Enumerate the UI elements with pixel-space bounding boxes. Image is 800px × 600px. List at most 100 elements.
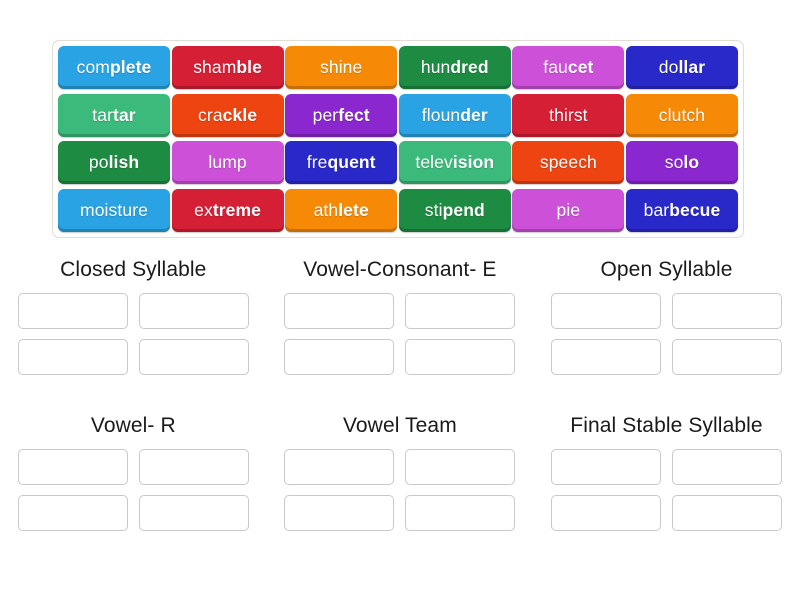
drop-zone-grid	[17, 449, 249, 531]
category-column: Open Syllable	[533, 258, 800, 375]
word-tile-prefix: moisture	[80, 199, 148, 220]
word-tile-prefix: pie	[556, 199, 581, 220]
word-tile-suffix: lete	[338, 199, 369, 220]
drop-slot[interactable]	[550, 495, 661, 531]
word-tile-prefix: fau	[543, 57, 568, 77]
word-tile-suffix: quent	[327, 152, 376, 173]
word-tile-prefix: shine	[320, 57, 363, 77]
drop-slot[interactable]	[17, 339, 128, 375]
drop-slot[interactable]	[17, 293, 128, 329]
drop-slot[interactable]	[671, 495, 782, 531]
word-tile-suffix: der	[460, 104, 488, 125]
word-tile-suffix: ision	[452, 152, 495, 173]
drop-slot[interactable]	[405, 293, 516, 329]
word-tile-prefix: fre	[306, 152, 328, 173]
word-tile-prefix: do	[658, 57, 679, 77]
word-tile-suffix: ckle	[222, 104, 258, 125]
word-tile-prefix: bar	[643, 199, 670, 220]
drop-slot[interactable]	[138, 495, 249, 531]
drop-slot[interactable]	[284, 449, 395, 485]
drop-slot[interactable]	[405, 339, 516, 375]
category-row-top: Closed Syllable Vowel-Consonant- E Open Sy…	[0, 258, 800, 375]
category-title: Final Stable Syllable	[570, 414, 763, 437]
word-tile-prefix: lump	[208, 152, 247, 173]
drop-slot[interactable]	[671, 293, 782, 329]
drop-slot[interactable]	[138, 339, 249, 375]
word-tile-suffix: ble	[236, 57, 262, 77]
category-title: Closed Syllable	[60, 258, 207, 281]
word-tile-prefix: sti	[424, 199, 443, 220]
word-tile-prefix: sham	[193, 57, 237, 77]
drop-slot[interactable]	[405, 449, 516, 485]
category-row-bottom: Vowel- R Vowel Team Final Stable Syllable	[0, 414, 800, 531]
word-tile-clutch[interactable]: clutch	[625, 93, 738, 137]
drop-slot[interactable]	[138, 449, 249, 485]
word-tile-prefix: clutch	[658, 104, 706, 125]
drop-slot[interactable]	[284, 293, 395, 329]
category-title: Vowel-Consonant- E	[303, 258, 497, 281]
word-tile-moisture[interactable]: moisture	[58, 188, 170, 232]
drop-slot[interactable]	[17, 449, 128, 485]
word-tile-prefix: per	[312, 104, 339, 125]
word-tile-suffix: pend	[442, 199, 485, 220]
word-tile-prefix: com	[76, 57, 110, 77]
drop-slot[interactable]	[671, 449, 782, 485]
word-tile-suffix: llar	[678, 57, 706, 77]
word-tile-suffix: plete	[110, 57, 152, 77]
drop-zone-grid	[550, 449, 782, 531]
drop-slot[interactable]	[550, 293, 661, 329]
word-tile-lump[interactable]: lump	[171, 141, 284, 185]
drop-slot[interactable]	[550, 339, 661, 375]
word-tile-suffix: lish	[108, 152, 140, 173]
word-tile-suffix: fect	[338, 104, 370, 125]
category-title: Vowel- R	[90, 414, 176, 437]
word-tile-prefix: ath	[313, 199, 339, 220]
category-column: Vowel- R	[0, 414, 267, 531]
word-tile-pie[interactable]: pie	[512, 188, 625, 232]
word-tile-suffix: lo	[683, 152, 700, 173]
drop-slot[interactable]	[550, 449, 661, 485]
drop-slot[interactable]	[405, 495, 516, 531]
word-tile-suffix: tar	[113, 104, 136, 125]
category-title: Vowel Team	[342, 414, 457, 437]
word-tile-shine[interactable]: shine	[285, 46, 398, 89]
category-column: Closed Syllable	[0, 258, 267, 375]
drop-slot[interactable]	[284, 339, 395, 375]
word-tile-speech[interactable]: speech	[512, 141, 625, 185]
word-tile-prefix: thirst	[549, 104, 588, 125]
drop-slot[interactable]	[671, 339, 782, 375]
word-tile-prefix: ex	[194, 199, 213, 220]
word-tile-thirst[interactable]: thirst	[512, 93, 625, 137]
category-column: Vowel-Consonant- E	[267, 258, 534, 375]
drop-zone-grid	[284, 449, 516, 531]
drop-slot[interactable]	[17, 495, 128, 531]
drop-zone-grid	[284, 293, 516, 375]
word-tile-prefix: speech	[539, 152, 597, 173]
category-column: Vowel Team	[267, 414, 534, 531]
drop-slot[interactable]	[284, 495, 395, 531]
word-tile-suffix: becue	[669, 199, 721, 220]
drop-slot[interactable]	[138, 293, 249, 329]
